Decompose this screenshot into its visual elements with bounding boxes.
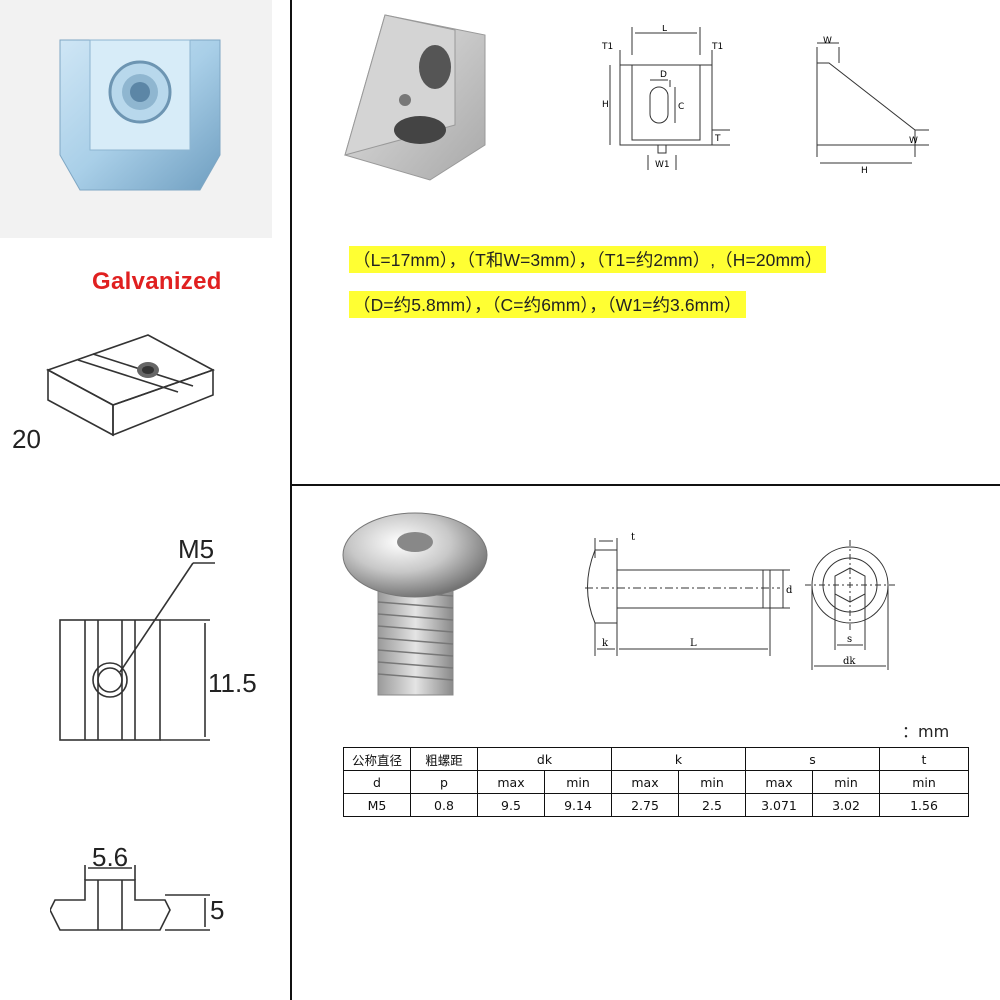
screw-s-label: s — [847, 634, 852, 645]
screw-spec-table: 公称直径 粗螺距 dk k s t d p max min max min ma… — [343, 747, 969, 817]
value-t-min: 1.56 — [879, 793, 969, 817]
header-dk-max: max — [477, 770, 545, 794]
header-dk: dk — [477, 747, 612, 771]
value-p: 0.8 — [410, 793, 478, 817]
value-k-min: 2.5 — [678, 793, 746, 817]
header-t: t — [879, 747, 969, 771]
header-nominal-diameter: 公称直径 — [343, 747, 411, 771]
bracket-W-top-label: W — [823, 36, 832, 46]
top-width-label: 5.6 — [92, 842, 129, 872]
screw-dk-label: dk — [843, 656, 856, 667]
depth-label: 5 — [210, 895, 225, 925]
bracket-H-label: H — [602, 100, 609, 110]
corner-bracket-photo — [344, 14, 486, 181]
horizontal-divider — [290, 484, 1000, 486]
screw-L-label: L — [690, 638, 697, 649]
bracket-D-label: D — [660, 70, 667, 80]
bracket-front-view: L T1 T1 D H C T W1 — [601, 25, 730, 170]
header-p: p — [410, 770, 478, 794]
header-coarse-pitch: 粗螺距 — [410, 747, 478, 771]
thread-label: M5 — [178, 534, 215, 564]
table-header-row-2: d p max min max min max min min — [343, 770, 969, 794]
value-s-min: 3.02 — [812, 793, 880, 817]
screw-k-label: k — [602, 638, 609, 649]
t-nut-photo — [59, 39, 221, 191]
header-t-min: min — [879, 770, 969, 794]
bracket-spec-line-1: （L=17mm），（T和W=3mm），（T1=约2mm）,（H=20mm） — [349, 246, 827, 273]
height-label: 11.5 — [208, 668, 257, 698]
header-s: s — [745, 747, 880, 771]
screw-t-label: t — [631, 532, 635, 543]
header-k: k — [611, 747, 746, 771]
left-panel: Galvanized 20 M5 11.5 — [0, 0, 290, 1000]
header-dk-min: min — [544, 770, 612, 794]
bracket-side-view: W W H — [816, 36, 929, 175]
header-s-min: min — [812, 770, 880, 794]
bracket-H-bottom-label: H — [861, 166, 868, 175]
table-row: M5 0.8 9.5 9.14 2.75 2.5 3.071 3.02 1.56 — [343, 793, 969, 817]
screw-side-view: t d k L — [585, 532, 793, 656]
bracket-T-label: T — [714, 134, 721, 144]
galvanized-label: Galvanized — [92, 268, 222, 295]
bracket-W1-label: W1 — [655, 160, 670, 170]
bracket-L-label: L — [662, 25, 667, 34]
t-nut-line-drawing — [46, 334, 215, 437]
table-header-row-1: 公称直径 粗螺距 dk k s t — [343, 747, 969, 771]
unit-label: ：mm — [902, 722, 950, 741]
bracket-T1-right-label: T1 — [711, 42, 723, 52]
header-k-min: min — [678, 770, 746, 794]
value-d: M5 — [343, 793, 411, 817]
value-k-max: 2.75 — [611, 793, 679, 817]
bracket-spec-line-2: （D=约5.8mm），（C=约6mm），（W1=约3.6mm） — [349, 291, 746, 318]
t-nut-front-view — [59, 562, 215, 741]
t-nut-side-profile — [50, 865, 210, 931]
bracket-C-label: C — [678, 102, 684, 112]
vertical-divider — [290, 0, 292, 1000]
button-head-screw-photo — [342, 512, 488, 696]
bracket-T1-left-label: T1 — [601, 42, 613, 52]
header-d: d — [343, 770, 411, 794]
value-dk-max: 9.5 — [477, 793, 545, 817]
value-s-max: 3.071 — [745, 793, 813, 817]
value-dk-min: 9.14 — [544, 793, 612, 817]
header-s-max: max — [745, 770, 813, 794]
nut-width-label: 20 — [12, 424, 41, 454]
header-k-max: max — [611, 770, 679, 794]
screw-d-label: d — [786, 585, 793, 596]
bracket-W-side-label: W — [909, 136, 918, 146]
screw-head-view: s dk — [805, 540, 895, 670]
